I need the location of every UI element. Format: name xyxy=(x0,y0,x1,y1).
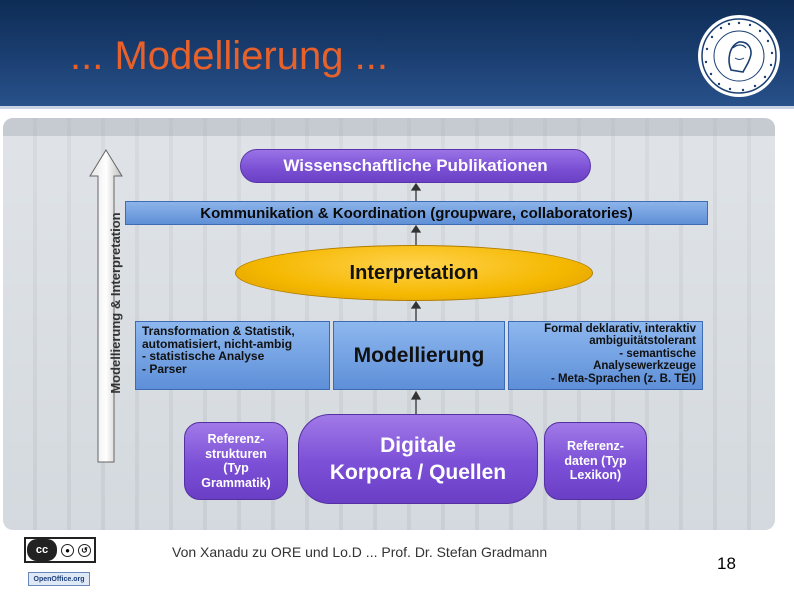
interpretation-oval: Interpretation xyxy=(235,245,593,301)
diagram-panel: Modellierung & Interpretation Wissenscha… xyxy=(3,118,775,530)
slide-header: ... Modellierung ... xyxy=(0,0,794,106)
referenzstrukturen-box: Referenz- strukturen (Typ Grammatik) xyxy=(184,422,288,500)
referenzdaten-line: daten (Typ xyxy=(564,454,626,469)
page-number: 18 xyxy=(717,554,736,574)
openoffice-icon[interactable]: OpenOffice.org xyxy=(28,572,90,586)
modellierung-box: Modellierung xyxy=(333,321,505,390)
creative-commons-icon[interactable]: cc ● ↺ xyxy=(24,537,96,563)
formal-line: Formal deklarativ, interaktiv xyxy=(515,323,696,335)
digitale-korpora-box: Digitale Korpora / Quellen xyxy=(298,414,538,504)
formal-line: ambiguitätstolerant xyxy=(515,335,696,347)
publications-pill: Wissenschaftliche Publikationen xyxy=(240,149,591,183)
by-icon: ● xyxy=(61,544,74,557)
transformation-line: Transformation & Statistik, xyxy=(142,325,323,338)
referenzstrukturen-line: Referenz- xyxy=(208,432,265,447)
cc-logo: cc xyxy=(27,539,57,561)
header-divider xyxy=(0,106,794,109)
footer-text: Von Xanadu zu ORE und Lo.D ... Prof. Dr.… xyxy=(172,544,547,560)
transformation-line: - statistische Analyse xyxy=(142,350,323,363)
communication-band: Kommunikation & Koordination (groupware,… xyxy=(125,201,708,225)
sa-icon: ↺ xyxy=(78,544,91,557)
transformation-line: - Parser xyxy=(142,363,323,376)
formal-box: Formal deklarativ, interaktiv ambiguität… xyxy=(508,321,703,390)
digitale-korpora-line: Digitale xyxy=(380,432,456,459)
referenzstrukturen-line: strukturen xyxy=(205,447,267,462)
referenzstrukturen-line: (Typ xyxy=(223,461,248,476)
slide-title: ... Modellierung ... xyxy=(70,34,388,79)
formal-line: - Meta-Sprachen (z. B. TEI) xyxy=(515,373,696,385)
referenzstrukturen-line: Grammatik) xyxy=(201,476,270,491)
referenzdaten-box: Referenz- daten (Typ Lexikon) xyxy=(544,422,647,500)
referenzdaten-line: Referenz- xyxy=(567,439,624,454)
transformation-box: Transformation & Statistik, automatisier… xyxy=(135,321,330,390)
university-seal-icon xyxy=(697,14,781,98)
referenzdaten-line: Lexikon) xyxy=(570,468,621,483)
formal-line: - semantische xyxy=(515,348,696,360)
digitale-korpora-line: Korpora / Quellen xyxy=(330,459,506,486)
formal-line: Analysewerkzeuge xyxy=(515,360,696,372)
